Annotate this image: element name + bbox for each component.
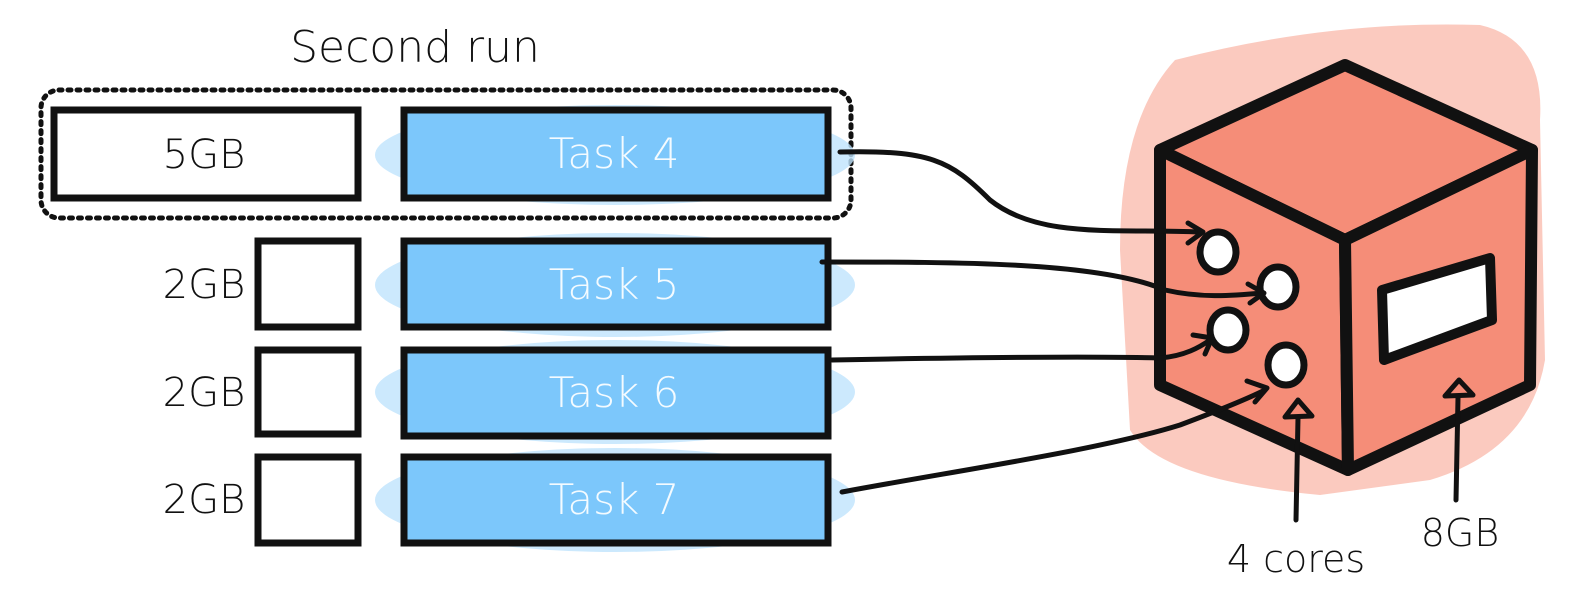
arrowhead-icon: [1245, 281, 1267, 306]
task-box: [400, 106, 832, 202]
memory-box-2gb: [254, 346, 362, 438]
core-icon: [1256, 263, 1300, 311]
memory-label: 2GB: [163, 262, 246, 308]
row-1: 5GB Task 4: [50, 105, 855, 205]
core-icon: [1264, 341, 1308, 389]
row-4: 2GB Task 7: [163, 448, 855, 552]
connectors: [819, 149, 1268, 495]
memory-label: 5GB: [163, 132, 246, 178]
arrowhead-icon: [1185, 220, 1206, 246]
memory-pointer: [1453, 395, 1461, 503]
connector-task-5: [819, 259, 1265, 299]
task-box: [400, 346, 832, 440]
arrowhead-icon: [1190, 332, 1215, 357]
task-box: [400, 237, 832, 331]
cores-label: 4 cores: [1227, 537, 1365, 581]
arrowhead-icon: [1244, 378, 1270, 405]
cores-pointer: [1293, 415, 1301, 523]
core-icon: [1196, 228, 1240, 276]
diagram-title: Second run: [290, 22, 540, 73]
memory-label: 2GB: [163, 477, 246, 523]
connector-task-7: [839, 387, 1268, 495]
task-label: Task 7: [549, 475, 680, 524]
memory-box-2gb: [254, 237, 362, 331]
memory-label: 2GB: [163, 370, 246, 416]
machine: [1120, 24, 1545, 495]
machine-memory-label: 8GB: [1421, 511, 1500, 555]
task-label: Task 5: [549, 260, 680, 309]
arrowhead-icon: [1442, 377, 1476, 399]
row-2: 2GB Task 5: [163, 233, 855, 337]
memory-box-5gb: [50, 106, 362, 202]
connector-task-4: [837, 149, 1203, 235]
row-3: 2GB Task 6: [163, 340, 855, 444]
memory-screen-icon: [1377, 253, 1497, 365]
arrowhead-icon: [1282, 397, 1315, 420]
memory-box-2gb: [254, 453, 362, 547]
label-pointers: [1282, 377, 1476, 523]
core-icon: [1206, 306, 1250, 354]
arrowheads: [1185, 220, 1270, 405]
task-label: Task 4: [549, 129, 680, 178]
connector-task-6: [829, 337, 1213, 363]
task-label: Task 6: [549, 368, 680, 417]
task-box: [400, 453, 832, 547]
